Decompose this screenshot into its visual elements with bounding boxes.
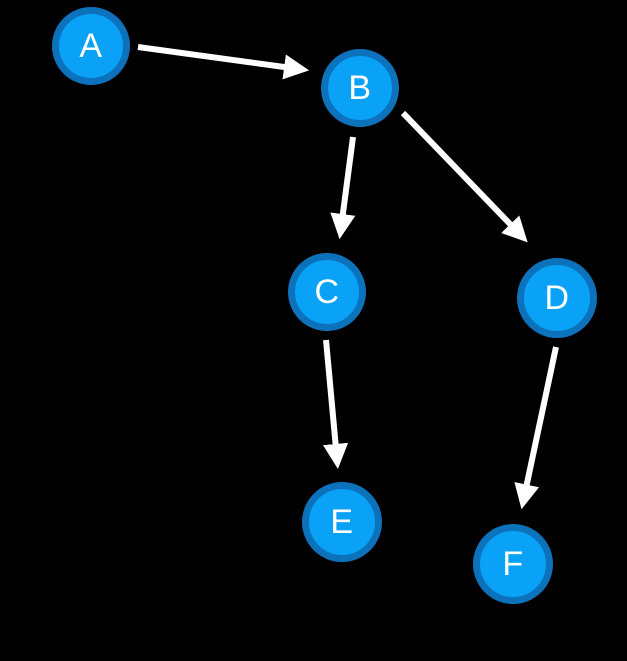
graph-edge [323, 339, 349, 470]
graph-node-e[interactable]: E [302, 482, 382, 562]
graph-node-label: D [544, 279, 570, 317]
graph-edge [514, 346, 559, 510]
graph-node-label: C [314, 273, 340, 311]
graph-edge [330, 136, 356, 240]
graph-node-d[interactable]: D [517, 258, 597, 338]
graph-node-c[interactable]: C [288, 253, 366, 331]
graph-node-f[interactable]: F [473, 524, 553, 604]
graph-node-label: A [79, 27, 103, 65]
graph-edge [137, 44, 310, 80]
graph-edge [400, 110, 528, 243]
graph-node-label: E [330, 503, 354, 541]
graph-node-label: B [348, 69, 372, 107]
graph-node-b[interactable]: B [321, 49, 399, 127]
graph-node-a[interactable]: A [52, 7, 130, 85]
graph-node-label: F [502, 545, 524, 583]
